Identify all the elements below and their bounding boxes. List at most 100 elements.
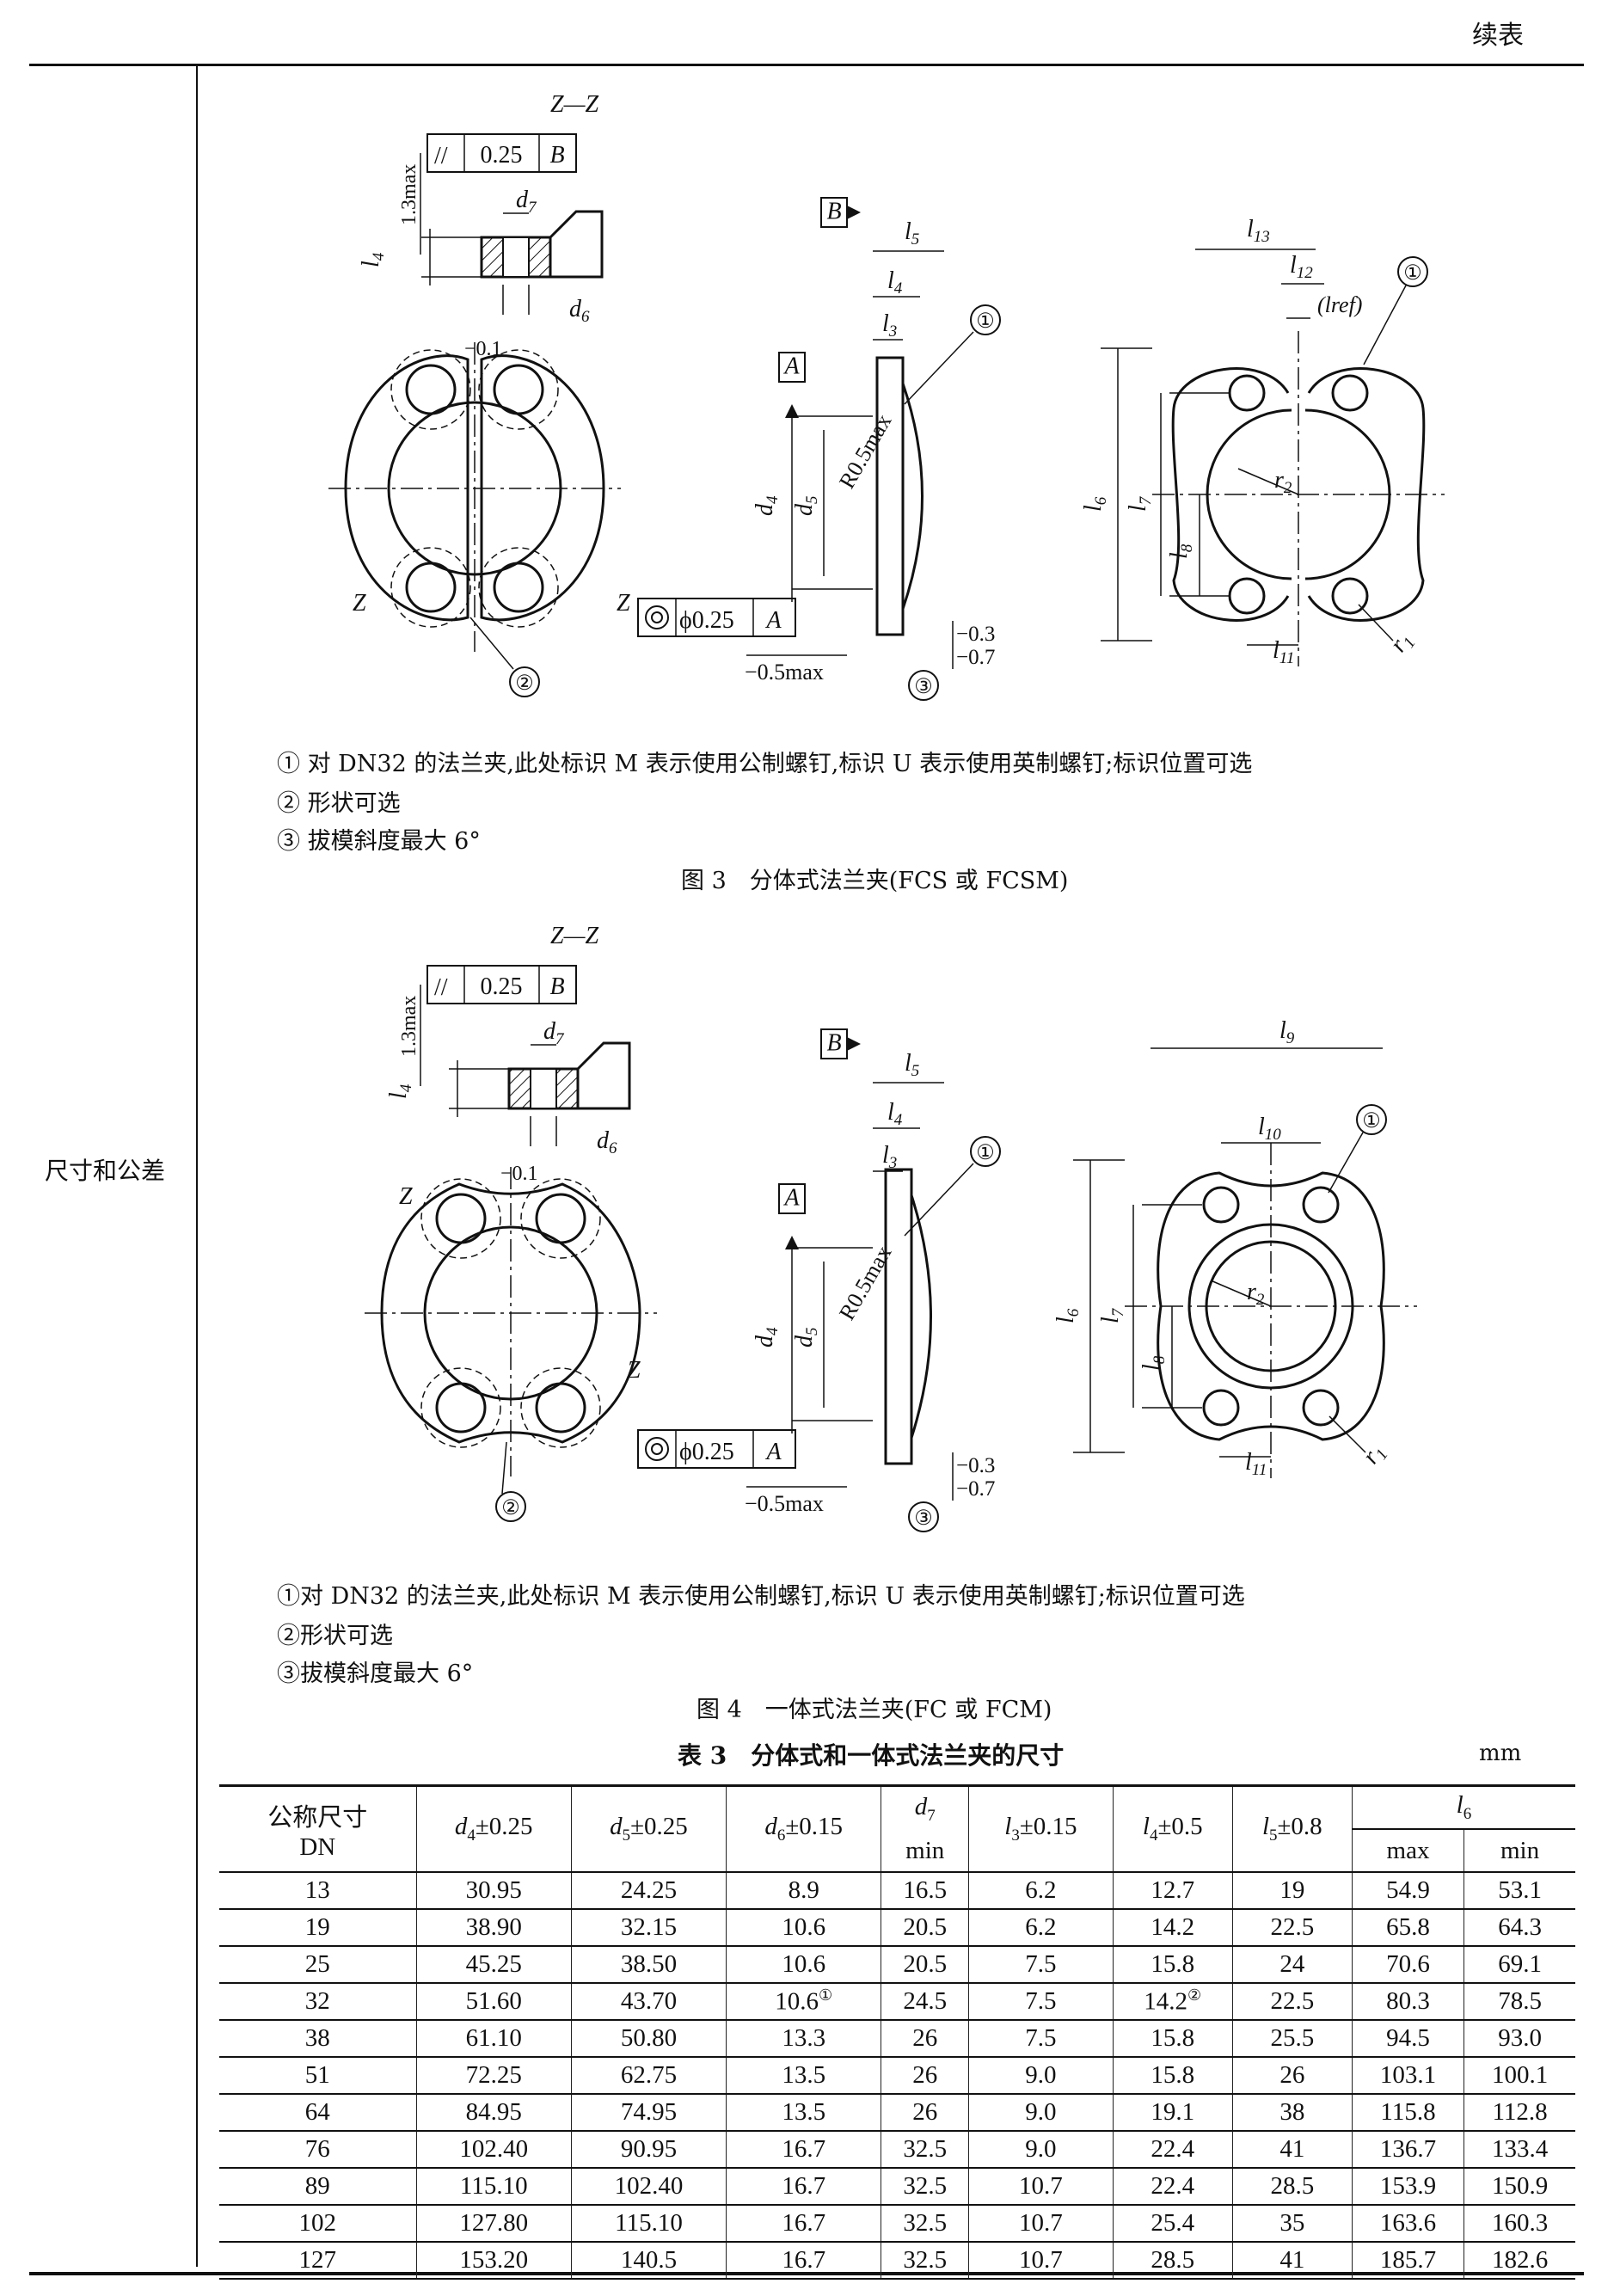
- header-tolerance: ±0.15: [1019, 1813, 1077, 1841]
- subscript: 3: [888, 322, 898, 341]
- cell-value: 13.5: [782, 2061, 826, 2089]
- cell-value: 94.5: [1386, 2024, 1430, 2052]
- cell-value: 25: [304, 1950, 330, 1978]
- section-marker-z: Z: [353, 590, 366, 617]
- cell-value: 8.9: [788, 1876, 819, 1904]
- column-subscript: 6: [1463, 1804, 1472, 1823]
- dimension-label: l6: [1080, 496, 1110, 512]
- table-cell: 153.20: [415, 2242, 572, 2280]
- cell-value: 160.3: [1491, 2209, 1549, 2237]
- callout-3: ③: [914, 676, 933, 698]
- bolt-hole: [535, 1193, 586, 1244]
- tolerance-minus-0.3: −0.3: [956, 1454, 995, 1477]
- tolerance-value: 0.25: [481, 973, 523, 1000]
- subscript: 7: [528, 199, 537, 217]
- cell-value: 15.8: [1151, 2061, 1195, 2089]
- table-cell: 26: [881, 2094, 970, 2132]
- table-cell: 133.4: [1464, 2131, 1575, 2169]
- cell-value: 50.80: [620, 2024, 678, 2052]
- cell-value: 38.50: [620, 1950, 678, 1978]
- callout-2: ②: [515, 672, 534, 695]
- cell-value: 14.2: [1144, 1987, 1188, 2016]
- parallelism-symbol-icon: //: [434, 143, 448, 169]
- side-boss: [910, 1194, 932, 1439]
- fig3-note-3: ③ 拔模斜度最大 6°: [277, 828, 481, 855]
- callout-1: ①: [976, 310, 995, 333]
- subscript: 4: [764, 495, 782, 504]
- dimension-label: l4: [887, 1099, 903, 1129]
- cell-value: 93.0: [1498, 2024, 1542, 2052]
- table-cell: 13.5: [726, 2057, 882, 2095]
- header-l4: l4±0.5: [1112, 1784, 1233, 1873]
- dimension-label: d6: [597, 1127, 617, 1157]
- cell-value: 32.5: [903, 2246, 948, 2274]
- footnote-ref: ②: [1187, 1986, 1202, 2004]
- cell-value: 38: [304, 2024, 330, 2052]
- table-cell: 16.7: [726, 2168, 882, 2206]
- table-cell: 102.40: [415, 2131, 572, 2169]
- table-cell: 24.5: [881, 1983, 970, 2021]
- cell-value: 32.5: [903, 2172, 948, 2200]
- cell-dn: 32: [219, 1983, 417, 2021]
- cell-value: 89: [304, 2172, 330, 2200]
- cell-value: 65.8: [1386, 1913, 1430, 1941]
- table-cell: 24.25: [570, 1872, 727, 1910]
- cell-value: 10.7: [1019, 2172, 1063, 2200]
- radius-r0.5max: R0.5max: [834, 1242, 896, 1324]
- cell-value: 10.7: [1019, 2209, 1063, 2237]
- cell-value: 69.1: [1498, 1950, 1542, 1978]
- datum-a: A: [782, 1184, 800, 1211]
- dimension-label: d4: [752, 495, 782, 516]
- cell-value: 7.5: [1025, 1987, 1057, 2015]
- table-cell: 45.25: [415, 1946, 572, 1984]
- datum-ref: A: [764, 607, 782, 634]
- column-subscript: 7: [927, 1806, 936, 1825]
- dimension-label: l8: [1138, 1355, 1169, 1371]
- subscript: 5: [803, 496, 821, 505]
- dimension-1.3max: 1.3max: [398, 164, 420, 225]
- cell-value: 38: [1279, 2098, 1305, 2126]
- bolt-hole: [1331, 577, 1369, 615]
- table-cell: 20.5: [881, 1946, 970, 1984]
- column-subscript: 4: [1149, 1826, 1158, 1845]
- boss-outline: [520, 1178, 601, 1259]
- cell-value: 7.5: [1025, 1950, 1057, 1978]
- dimension-label: l3: [882, 310, 897, 341]
- header-d6: d6±0.15: [726, 1784, 882, 1873]
- cell-value: 38.90: [465, 1913, 522, 1941]
- cell-value: 6.2: [1025, 1876, 1057, 1904]
- table-cell: 12.7: [1112, 1872, 1233, 1910]
- section-outline: [576, 1041, 631, 1110]
- column-subscript: 5: [1269, 1826, 1278, 1845]
- table-cell: 53.1: [1464, 1872, 1575, 1910]
- flange-outline: [1157, 1171, 1385, 1441]
- cell-value: 100.1: [1491, 2061, 1549, 2089]
- cell-dn: 64: [219, 2094, 417, 2132]
- cell-value: 74.95: [620, 2098, 678, 2126]
- header-tolerance: ±0.8: [1277, 1813, 1322, 1841]
- table-cell: 54.9: [1351, 1872, 1465, 1910]
- cell-value: 51: [304, 2061, 330, 2089]
- table-unit: mm: [1479, 1740, 1522, 1766]
- datum-b: B: [826, 1029, 841, 1056]
- dimension-label: l4: [887, 267, 903, 298]
- subscript: 4: [370, 252, 388, 261]
- cell-value: 10.6: [782, 1950, 826, 1978]
- dimension-lref: (lref): [1317, 292, 1362, 317]
- bolt-hole: [1202, 1186, 1240, 1224]
- continued-label: 续表: [1472, 21, 1524, 51]
- subscript: 4: [894, 1111, 903, 1129]
- callout-1: ①: [1362, 1110, 1381, 1133]
- dimension-label: d5: [791, 496, 821, 517]
- table-cell: 160.3: [1464, 2205, 1575, 2243]
- tolerance-minus-0.7: −0.7: [956, 1477, 995, 1501]
- cell-value: 64.3: [1498, 1913, 1542, 1941]
- bolt-hole: [1302, 1389, 1340, 1427]
- subscript: 6: [581, 308, 590, 326]
- cell-value: 22.4: [1151, 2135, 1195, 2163]
